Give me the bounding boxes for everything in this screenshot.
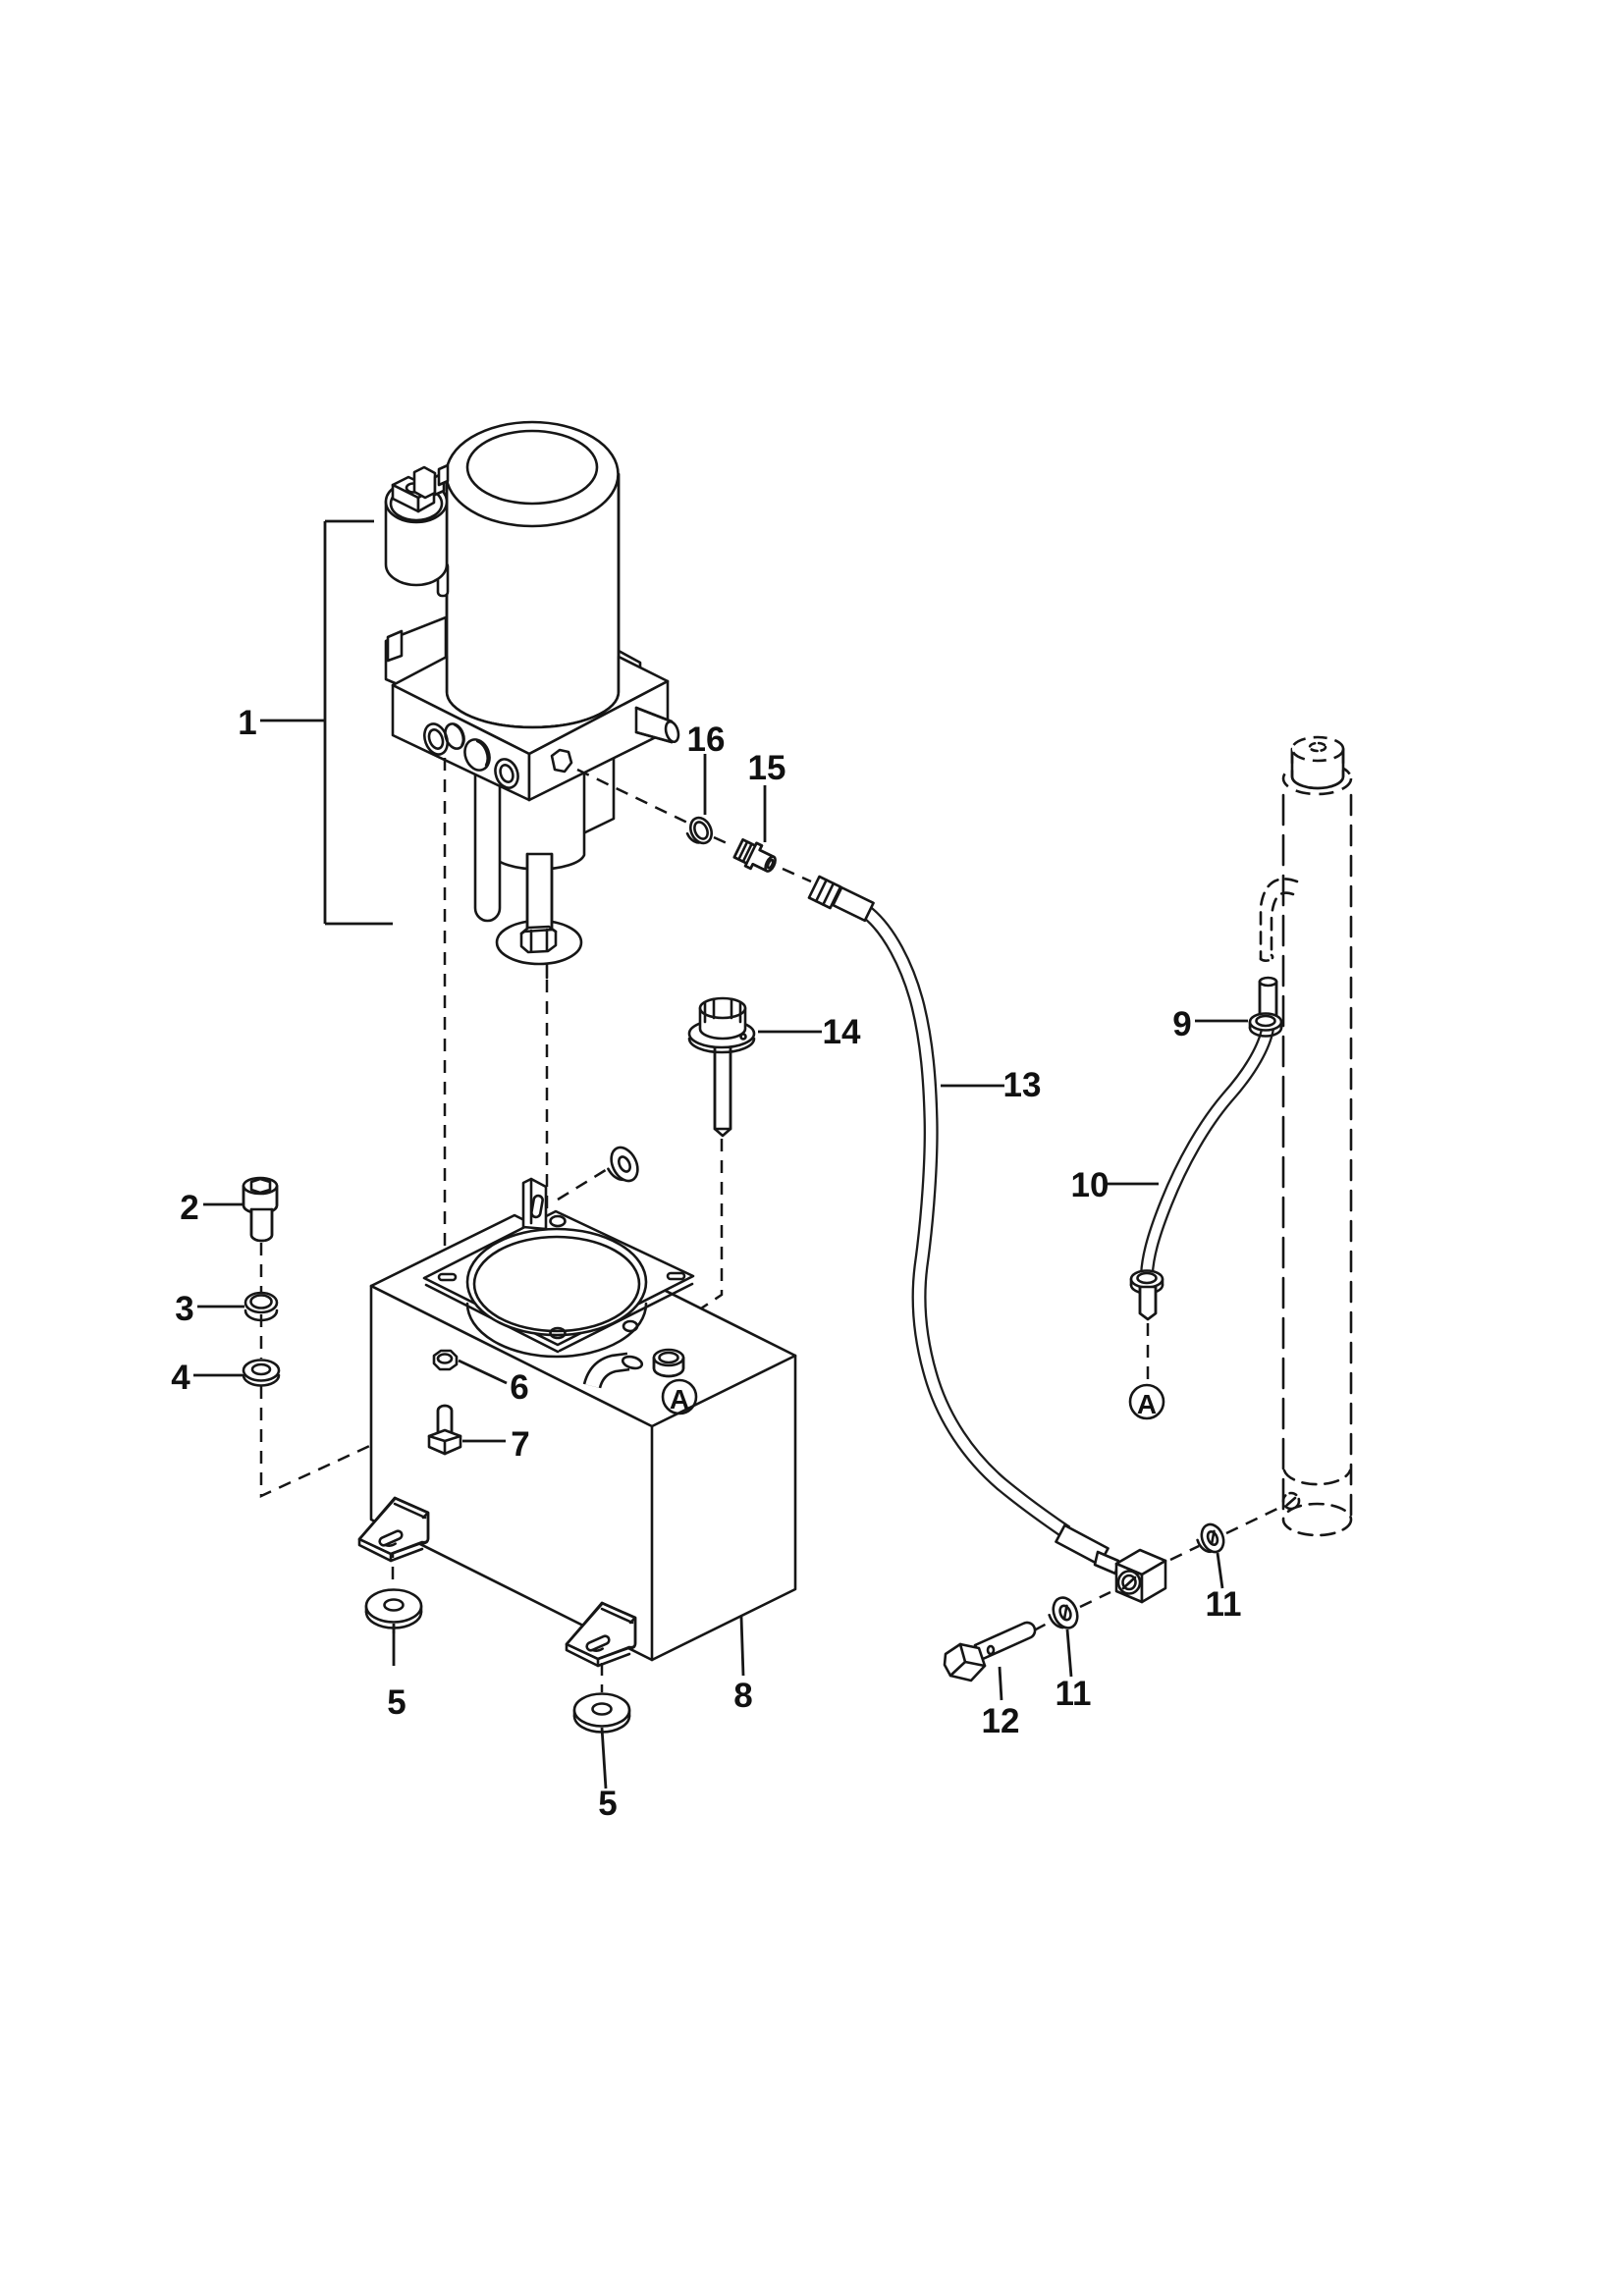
svg-text:5: 5 xyxy=(387,1683,406,1722)
svg-text:7: 7 xyxy=(511,1425,529,1464)
svg-text:10: 10 xyxy=(1071,1166,1110,1204)
svg-text:4: 4 xyxy=(171,1359,190,1397)
svg-text:1: 1 xyxy=(238,704,256,742)
svg-text:14: 14 xyxy=(823,1013,861,1051)
svg-text:6: 6 xyxy=(510,1368,528,1407)
svg-text:5: 5 xyxy=(598,1785,617,1823)
svg-text:11: 11 xyxy=(1056,1675,1092,1713)
svg-text:A: A xyxy=(670,1384,689,1415)
svg-text:16: 16 xyxy=(687,721,726,759)
svg-text:12: 12 xyxy=(982,1702,1020,1740)
svg-text:9: 9 xyxy=(1172,1005,1191,1043)
svg-text:13: 13 xyxy=(1003,1066,1042,1104)
svg-text:15: 15 xyxy=(748,749,786,787)
svg-text:8: 8 xyxy=(733,1677,752,1715)
svg-text:3: 3 xyxy=(175,1290,193,1328)
svg-text:11: 11 xyxy=(1206,1585,1242,1624)
svg-text:A: A xyxy=(1137,1389,1157,1419)
svg-text:2: 2 xyxy=(180,1189,198,1227)
